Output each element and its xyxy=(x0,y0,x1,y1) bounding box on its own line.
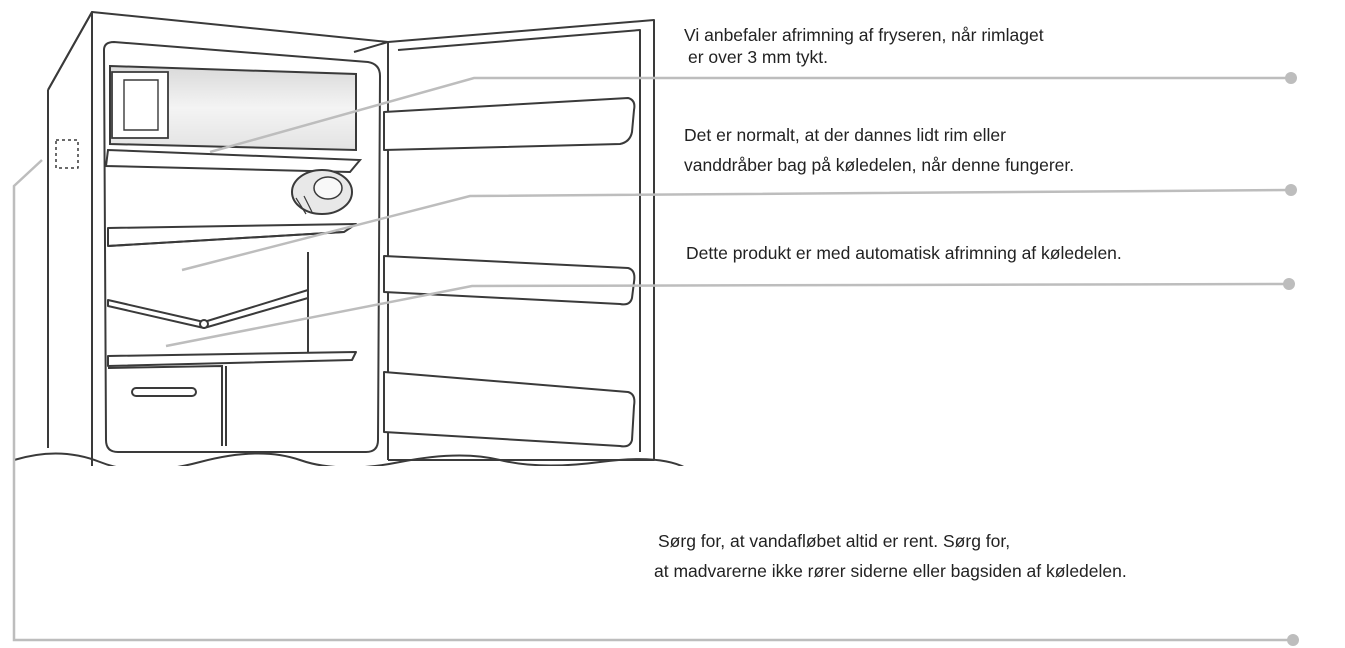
annotation-drain-clean: Sørg for, at vandafløbet altid er rent. … xyxy=(654,530,1127,582)
annotation-text-line: Sørg for, at vandafløbet altid er rent. … xyxy=(658,531,1011,551)
leader-lines xyxy=(12,76,1292,642)
leader-dot-drain xyxy=(1287,634,1299,646)
annotation-frost-normal: Det er normalt, at der dannes lidt rim e… xyxy=(684,124,1074,176)
leader-dot-auto xyxy=(1283,278,1295,290)
annotation-text-line: er over 3 mm tykt. xyxy=(688,47,829,67)
crisper-drawers xyxy=(107,364,227,446)
leader-dot-freezer xyxy=(1285,72,1297,84)
leader-dot-frost xyxy=(1285,184,1297,196)
leader-dots xyxy=(1283,72,1299,646)
fridge-shelves xyxy=(107,223,357,367)
leader-line-drain xyxy=(12,159,1292,642)
annotation-auto-defrost: Dette produkt er med automatisk afrimnin… xyxy=(686,242,1122,264)
annotation-text-line: Det er normalt, at der dannes lidt rim e… xyxy=(684,125,1006,145)
freezer-compartment xyxy=(104,64,363,174)
annotation-text-line: Dette produkt er med automatisk afrimnin… xyxy=(686,243,1122,263)
annotation-text-line: vanddråber bag på køledelen, når denne f… xyxy=(684,155,1075,175)
thermostat-knob xyxy=(291,169,353,215)
annotation-text-line: at madvarerne ikke rører siderne eller b… xyxy=(654,561,1127,581)
leader-line-frost xyxy=(181,188,1291,272)
annotation-text-line: Vi anbefaler afrimning af fryseren, når … xyxy=(684,25,1044,45)
leader-line-auto xyxy=(165,282,1289,348)
annotation-freezer-defrost: Vi anbefaler afrimning af fryseren, når … xyxy=(684,24,1044,68)
fridge-door xyxy=(383,19,655,461)
leader-line-freezer xyxy=(209,76,1290,154)
